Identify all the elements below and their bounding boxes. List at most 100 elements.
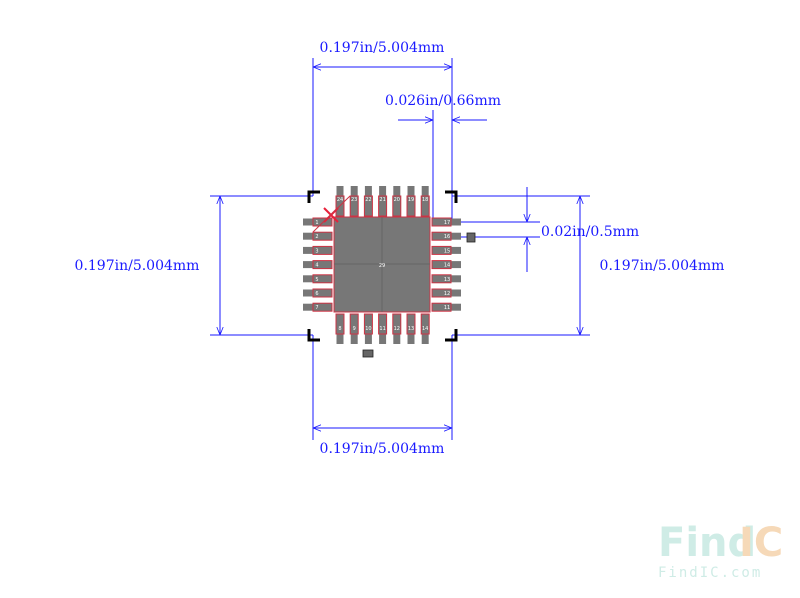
right-pin-label: 14 — [444, 263, 450, 269]
top-pin-row: 24 23 22 21 20 19 18 — [335, 186, 430, 217]
bottom-pin: 13 — [406, 313, 416, 344]
right-pin-body — [449, 218, 461, 226]
left-pin: 4 — [303, 260, 333, 270]
right-pin-label: 13 — [444, 277, 450, 283]
right-height-dimension: 0.197in/5.004mm — [600, 258, 725, 274]
left-pin-body — [303, 218, 315, 226]
bottom-pin-pad — [392, 313, 402, 335]
left-pin-body — [303, 232, 315, 240]
bottom-pin: 8 — [335, 313, 345, 344]
watermark-ic: IC — [739, 520, 783, 566]
left-pin-body — [303, 275, 315, 283]
right-pin-body — [449, 246, 461, 254]
right-pin-body — [449, 232, 461, 240]
bottom-marker — [362, 349, 374, 358]
left-pin-body — [303, 246, 315, 254]
pitch-dimension: 0.02in/0.5mm — [541, 224, 639, 240]
right-pin-pad — [431, 245, 452, 255]
left-pin: 5 — [303, 274, 333, 284]
watermark-find: Find — [658, 520, 756, 566]
right-pin-body — [449, 303, 461, 311]
top-pin-label: 22 — [365, 197, 371, 203]
bottom-width-dimension: 0.197in/5.004mm — [320, 441, 445, 457]
bottom-pin-pad — [378, 313, 388, 335]
right-pin: 17 — [431, 217, 461, 227]
bottom-pin-pad — [335, 313, 345, 335]
findic-watermark: Find IC FindIC.com — [658, 520, 783, 581]
right-pin-body — [449, 289, 461, 297]
top-pin-label: 23 — [351, 197, 357, 203]
bottom-pin: 11 — [378, 313, 388, 344]
right-pin-pad — [431, 217, 452, 227]
bottom-pin-body — [393, 332, 401, 344]
left-pin-body — [303, 303, 315, 311]
side-marker — [466, 232, 476, 243]
left-pin-label: 2 — [315, 234, 318, 240]
top-pin-pad — [349, 195, 359, 217]
left-pin-label: 5 — [315, 277, 318, 283]
top-pin-pad — [363, 195, 373, 217]
left-pin-body — [303, 289, 315, 297]
top-pin-body — [393, 186, 401, 198]
right-pin-label: 16 — [444, 234, 450, 240]
left-pin-pad — [312, 260, 333, 270]
bottom-pin-label: 11 — [379, 326, 385, 332]
left-pin: 6 — [303, 288, 333, 298]
top-pin: 20 — [392, 186, 402, 217]
right-pin-pad — [431, 274, 452, 284]
pad-length-dimension: 0.026in/0.66mm — [385, 93, 501, 109]
dimension-lines — [220, 67, 580, 428]
watermark-url: FindIC.com — [658, 565, 762, 581]
bottom-pin-label: 8 — [338, 326, 341, 332]
top-pin: 18 — [420, 186, 430, 217]
top-pin-pad — [406, 195, 416, 217]
right-pin-label: 11 — [444, 305, 450, 311]
left-pin: 2 — [303, 231, 333, 241]
right-pin-body — [449, 275, 461, 283]
top-pin-body — [350, 186, 358, 198]
left-pin: 1 — [303, 217, 333, 227]
left-pin-pad — [312, 274, 333, 284]
right-pin-body — [449, 261, 461, 269]
top-pin-label: 19 — [408, 197, 414, 203]
center-pad-label: 29 — [379, 263, 385, 269]
right-pin-label: 12 — [444, 291, 450, 297]
right-pin: 14 — [431, 260, 461, 270]
left-pin-label: 4 — [315, 263, 318, 269]
bottom-pin-pad — [363, 313, 373, 335]
top-width-dimension: 0.197in/5.004mm — [320, 40, 445, 56]
bottom-pin-label: 12 — [394, 326, 400, 332]
right-pin-pad — [431, 231, 452, 241]
top-pin-label: 24 — [337, 197, 343, 203]
bottom-pin: 9 — [349, 313, 359, 344]
left-pin-label: 1 — [315, 220, 318, 226]
top-pin-body — [336, 186, 344, 198]
right-pin: 15 — [431, 245, 461, 255]
top-pin-pad — [420, 195, 430, 217]
left-pin-label: 3 — [315, 248, 318, 254]
bottom-pin-body — [350, 332, 358, 344]
bottom-pin: 10 — [363, 313, 373, 344]
left-pin-pad — [312, 231, 333, 241]
bottom-pin-label: 10 — [365, 326, 371, 332]
top-pin-label: 18 — [422, 197, 428, 203]
left-pin-pad — [312, 217, 333, 227]
right-pin-label: 15 — [444, 248, 450, 254]
top-pin: 19 — [406, 186, 416, 217]
right-pin-label: 17 — [444, 220, 450, 226]
bottom-pin: 14 — [420, 313, 430, 344]
top-pin-label: 21 — [379, 197, 385, 203]
bottom-pin-pad — [406, 313, 416, 335]
right-pin: 16 — [431, 231, 461, 241]
top-pin-pad — [392, 195, 402, 217]
left-pin: 7 — [303, 302, 333, 312]
top-pin-label: 20 — [394, 197, 400, 203]
top-pin: 21 — [378, 186, 388, 217]
right-pin-row: 17 16 15 14 13 12 11 — [431, 217, 461, 312]
bottom-pin-body — [407, 332, 415, 344]
left-pin-label: 6 — [315, 291, 318, 297]
right-pin: 11 — [431, 302, 461, 312]
